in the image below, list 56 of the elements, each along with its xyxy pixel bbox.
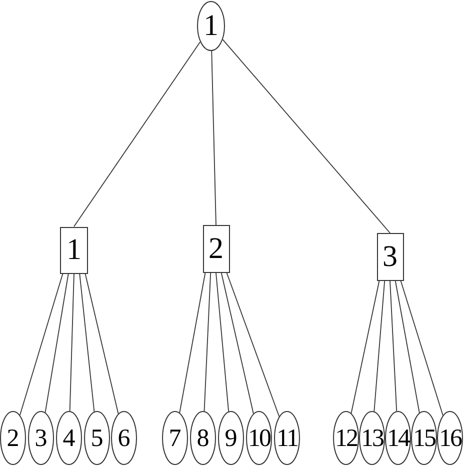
- connector-line: [79, 273, 95, 412]
- node-number: 1: [66, 235, 82, 265]
- node-number: 14: [387, 426, 409, 450]
- node-number: 2: [6, 426, 20, 450]
- ellipse-node: [385, 411, 411, 465]
- rectangle-node: [202, 225, 230, 273]
- ellipse-node: [111, 411, 137, 465]
- connector-line: [220, 272, 254, 414]
- node-number: 11: [276, 426, 298, 450]
- rectangle-node: [60, 226, 88, 274]
- ellipse-node: [56, 411, 82, 465]
- connector-line: [211, 50, 216, 226]
- ellipse-node: [190, 411, 216, 465]
- node-number: 15: [413, 426, 435, 450]
- connector-line: [179, 272, 206, 414]
- ellipse-node: [437, 411, 463, 465]
- ellipse-node: [333, 411, 359, 465]
- connector-line: [74, 41, 201, 227]
- connector-line: [394, 280, 420, 414]
- connector-line: [374, 280, 386, 412]
- node-number: 10: [248, 426, 270, 450]
- ellipse-node: [197, 1, 225, 51]
- connector-line: [69, 273, 74, 412]
- node-number: 12: [335, 426, 357, 450]
- connector-line: [204, 272, 212, 412]
- ellipse-node: [84, 411, 110, 465]
- ellipse-node: [0, 411, 26, 465]
- connector-line: [216, 272, 230, 412]
- node-number: 6: [118, 426, 130, 450]
- ellipse-node: [28, 411, 54, 465]
- ellipse-node: [274, 411, 300, 465]
- connector-line: [84, 273, 119, 414]
- node-number: 9: [224, 426, 238, 450]
- ellipse-node: [218, 411, 244, 465]
- connector-line: [350, 280, 380, 414]
- node-number: 2: [208, 234, 224, 264]
- connector-line: [222, 39, 390, 234]
- node-number: 1: [204, 11, 218, 41]
- connector-line: [390, 280, 398, 412]
- node-number: 3: [382, 242, 398, 272]
- ellipse-node: [359, 411, 385, 465]
- node-number: 7: [168, 426, 182, 450]
- node-number: 3: [34, 426, 48, 450]
- ellipse-node: [162, 411, 188, 465]
- connector-line: [44, 273, 69, 413]
- connector-line: [400, 280, 444, 416]
- node-number: 8: [196, 426, 210, 450]
- node-number: 5: [90, 426, 104, 450]
- node-number: 13: [361, 426, 383, 450]
- connector-line: [226, 272, 280, 417]
- ellipse-node: [411, 411, 437, 465]
- connector-line: [19, 273, 64, 416]
- node-number: 16: [439, 426, 461, 450]
- ellipse-node: [246, 411, 272, 465]
- node-number: 4: [62, 426, 76, 450]
- rectangle-node: [376, 233, 404, 281]
